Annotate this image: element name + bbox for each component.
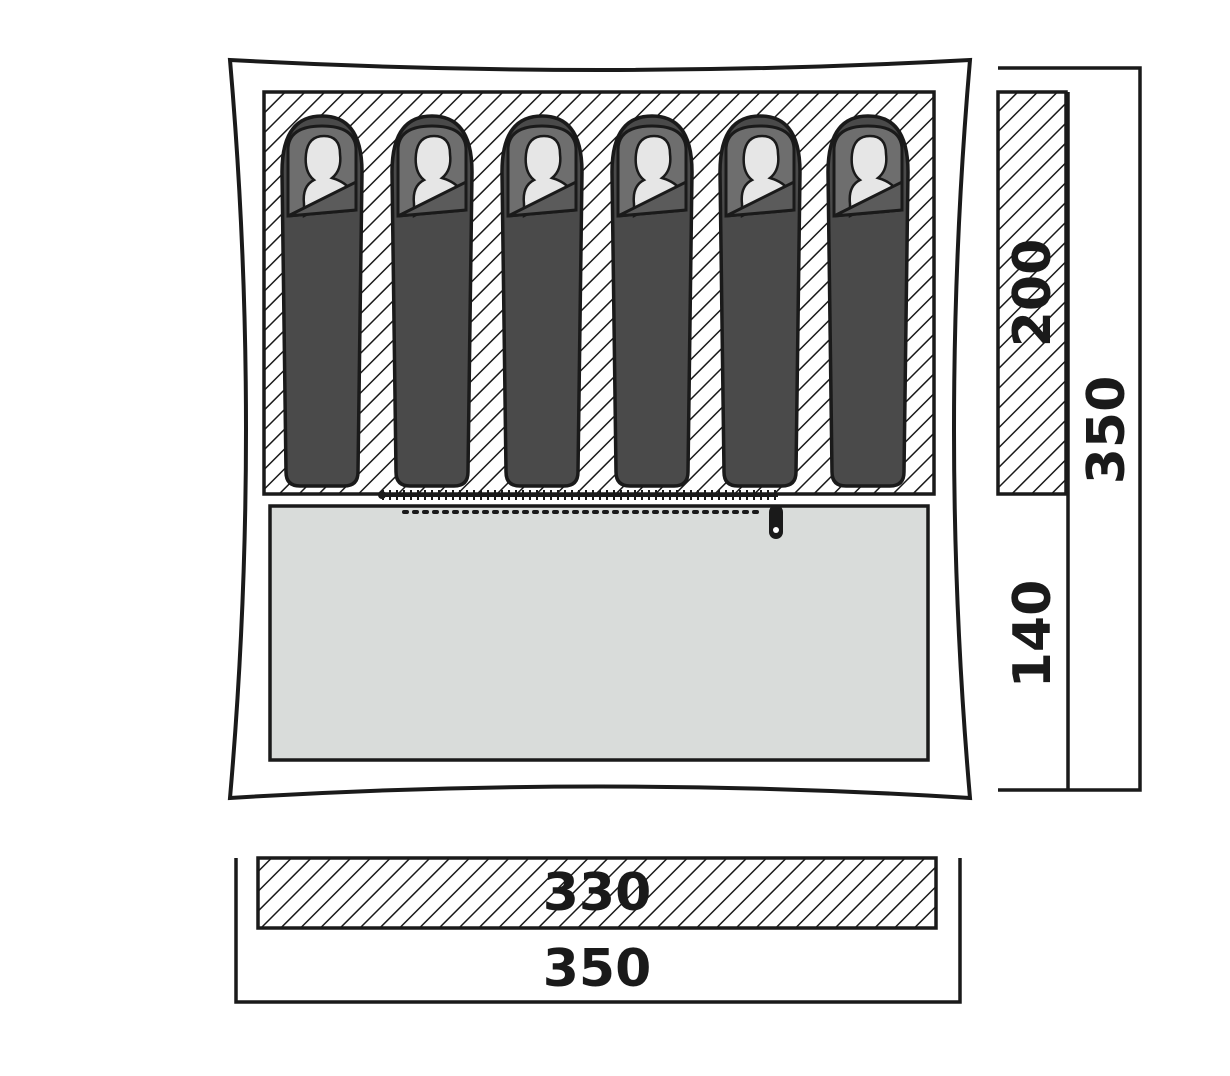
living-depth-label: 140 xyxy=(1003,580,1063,689)
total-depth-bracket xyxy=(998,66,1142,792)
total-depth-label: 350 xyxy=(1077,376,1137,485)
bedroom-width-label: 330 xyxy=(543,863,652,923)
zipper xyxy=(378,490,783,539)
living-area xyxy=(268,504,930,762)
bedroom-area xyxy=(262,90,936,496)
sleeping-bag-2 xyxy=(390,114,474,488)
sleeping-bag-1 xyxy=(280,114,364,488)
sleeping-bag-5 xyxy=(718,114,802,488)
sleeping-bag-3 xyxy=(500,114,584,488)
total-width-label: 350 xyxy=(543,939,652,999)
bedroom-depth-label: 200 xyxy=(1003,239,1063,348)
bedroom-depth-bar xyxy=(996,90,1068,496)
sleeping-bag-6 xyxy=(826,114,910,488)
total-width-bracket xyxy=(234,858,962,1004)
zipper-pull-icon xyxy=(769,505,783,539)
sleeping-bag-4 xyxy=(610,114,694,488)
bedroom-width-bar xyxy=(256,856,938,930)
